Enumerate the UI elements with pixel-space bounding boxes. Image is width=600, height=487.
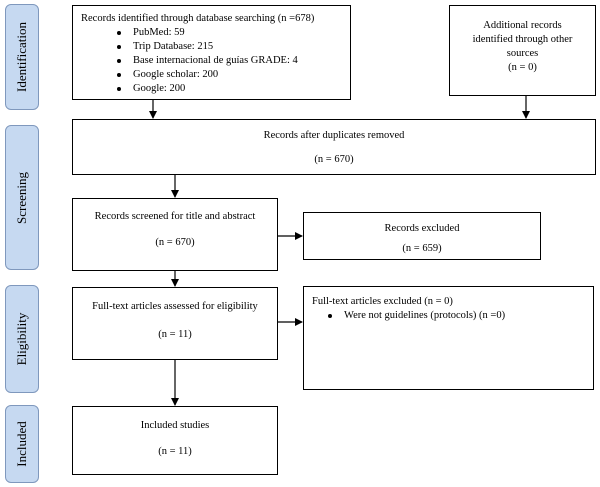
duplicates-removed-label: Records after duplicates removed (263, 130, 405, 141)
fulltext-assessed-box: Full-text articles assessed for eligibil… (72, 287, 278, 360)
fulltext-excluded-box: Full-text articles excluded (n = 0) Were… (303, 286, 594, 390)
excluded-records-box: Records excluded (n = 659) (303, 212, 541, 260)
database-source-list: PubMed: 59 Trip Database: 215 Base inter… (81, 26, 344, 96)
identified-records-title: Records identified through database sear… (81, 13, 315, 24)
excluded-records-count: (n = 659) (402, 243, 442, 254)
screened-records-count: (n = 670) (155, 237, 195, 248)
database-source-item: Google scholar: 200 (81, 68, 344, 82)
screened-records-box: Records screened for title and abstract … (72, 198, 278, 271)
stage-screening: Screening (5, 125, 39, 270)
fulltext-assessed-label: Full-text articles assessed for eligibil… (92, 301, 258, 312)
fulltext-excluded-label: Full-text articles excluded (n = 0) (312, 296, 453, 307)
included-studies-box: Included studies (n = 11) (72, 406, 278, 475)
duplicates-removed-count: (n = 670) (314, 154, 354, 165)
stage-identification: Identification (5, 4, 39, 110)
additional-records-line3: sources (506, 48, 539, 59)
database-source-item: PubMed: 59 (81, 26, 344, 40)
stage-included: Included (5, 405, 39, 483)
included-studies-label: Included studies (140, 420, 210, 431)
fulltext-excluded-reason: Were not guidelines (protocols) (n =0) (292, 309, 593, 323)
additional-records-box: Additional records identified through ot… (449, 5, 596, 96)
screened-records-label: Records screened for title and abstract (94, 211, 256, 222)
additional-records-count: (n = 0) (508, 62, 537, 73)
fulltext-assessed-count: (n = 11) (158, 329, 192, 340)
duplicates-removed-box: Records after duplicates removed (n = 67… (72, 119, 596, 175)
identified-records-box: Records identified through database sear… (72, 5, 351, 100)
database-source-item: Google: 200 (81, 82, 344, 96)
additional-records-line2: identified through other (472, 34, 573, 45)
database-source-item: Base internacional de guías GRADE: 4 (81, 54, 344, 68)
stage-eligibility: Eligibility (5, 285, 39, 393)
database-source-item: Trip Database: 215 (81, 40, 344, 54)
excluded-records-label: Records excluded (384, 223, 460, 234)
fulltext-excluded-reasons: Were not guidelines (protocols) (n =0) (292, 309, 593, 323)
included-studies-count: (n = 11) (158, 446, 192, 457)
additional-records-line1: Additional records (483, 20, 562, 31)
